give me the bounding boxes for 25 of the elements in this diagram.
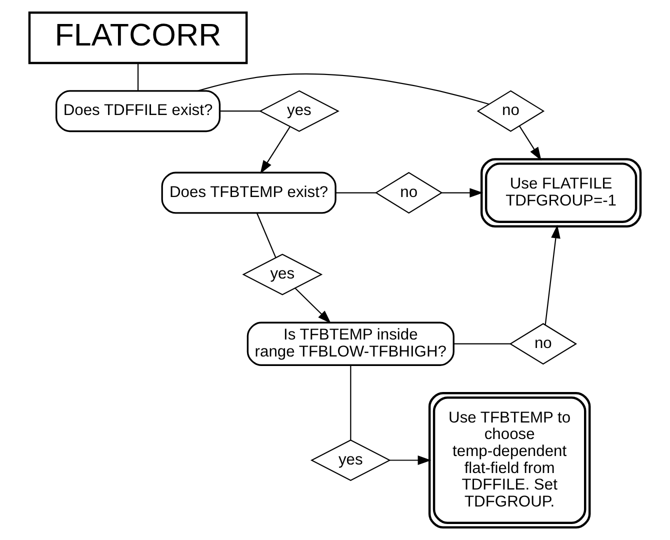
arrow	[390, 456, 432, 465]
node-box: FLATCORR	[28, 11, 248, 64]
connector	[137, 63, 139, 91]
node-box: Does TDFFILE exist?	[56, 90, 221, 132]
connector	[454, 343, 510, 344]
arrow	[294, 288, 332, 324]
arrow	[442, 188, 484, 198]
node-diamond: yes	[242, 254, 323, 296]
connector	[197, 74, 490, 105]
node-box: Use TFBTEMP to choose temp-dependent flat-field from TDFFILE. Set TDFGROUP.	[428, 392, 591, 529]
node-diamond: yes	[258, 90, 340, 132]
connector	[336, 192, 376, 194]
node-box: Use FLATFILE TDFGROUP=-1	[480, 158, 642, 228]
node-diamond: no	[476, 90, 545, 132]
connector	[220, 110, 260, 112]
connector	[256, 212, 276, 258]
node-box: Does TFBTEMP exist?	[161, 172, 336, 214]
node-diamond: yes	[310, 439, 391, 482]
arrow	[260, 126, 290, 174]
node-box: Is TFBTEMP inside range TFBLOW-TFBHIGH?	[246, 322, 454, 366]
arrow	[519, 126, 542, 161]
node-diamond: no	[374, 172, 443, 214]
connector	[350, 365, 352, 440]
node-diamond: no	[509, 323, 578, 365]
arrow	[544, 224, 560, 325]
